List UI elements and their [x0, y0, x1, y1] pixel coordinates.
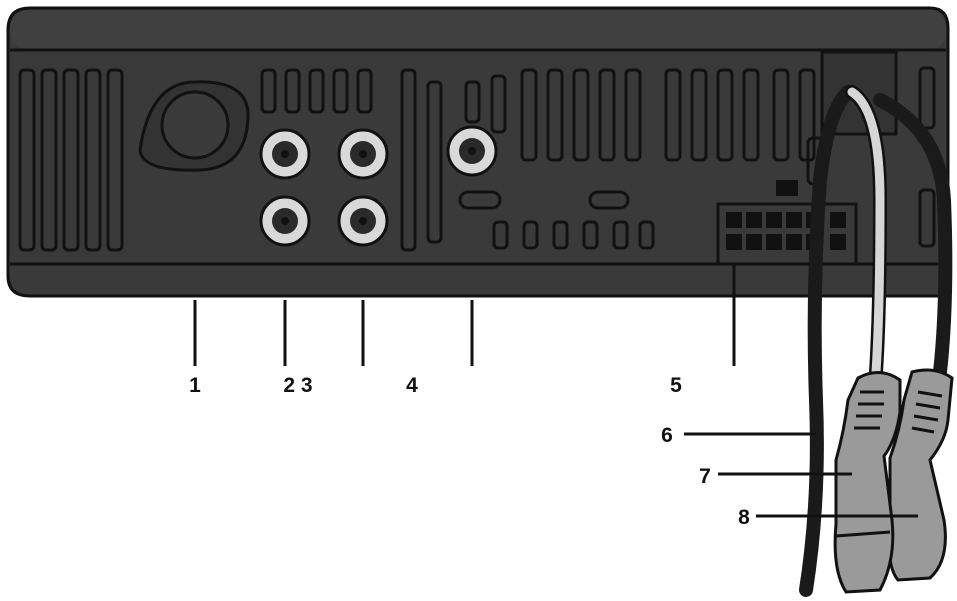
callout-1: 1	[189, 374, 201, 397]
black-cable-2	[873, 93, 953, 379]
rca-jack-top-right	[337, 128, 389, 180]
callout-4: 4	[406, 374, 418, 397]
cables	[799, 85, 953, 597]
callout-2-3: 2 3	[283, 374, 312, 397]
leader-lines	[193, 264, 918, 518]
black-cable	[799, 85, 855, 597]
vent-slots-left	[18, 68, 124, 252]
rca-plug-rear	[887, 368, 954, 582]
callout-labels: 1 2 3 4 5 6 7 8	[189, 374, 750, 529]
callout-7: 7	[699, 465, 711, 488]
vent-slots-middle	[400, 68, 816, 252]
rca-jack-bottom-left	[259, 195, 311, 247]
vent-slots-bottom	[492, 220, 655, 250]
rca-jack-top-left	[259, 128, 311, 180]
callout-8: 8	[738, 506, 750, 529]
callout-5: 5	[670, 374, 682, 397]
rca-plug-front	[833, 371, 902, 594]
mounting-slots	[458, 190, 630, 210]
antenna-socket	[138, 80, 250, 172]
iso-connector	[716, 180, 858, 266]
rca-jack-subwoofer	[446, 125, 498, 177]
rca-jack-bottom-right	[337, 195, 389, 247]
callout-6: 6	[661, 424, 673, 447]
vent-slots-top	[260, 68, 373, 114]
rca-jacks	[259, 128, 389, 247]
